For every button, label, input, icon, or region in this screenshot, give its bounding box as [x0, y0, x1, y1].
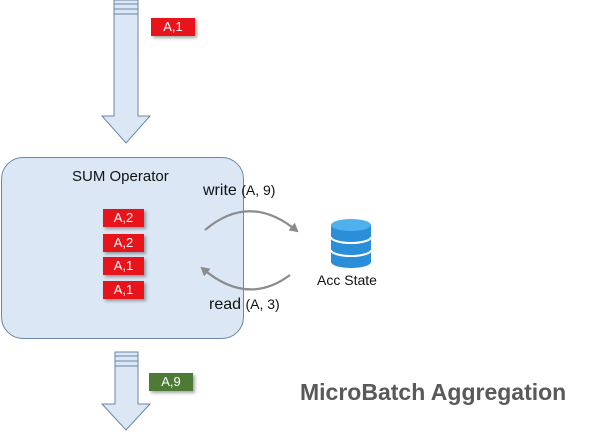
write-edge-word: write	[203, 182, 237, 199]
database-icon	[330, 219, 372, 268]
read-edge-label: read (A, 3)	[209, 296, 280, 314]
input-stream-arrow	[100, 0, 152, 144]
input-record-tag: A,1	[151, 18, 195, 36]
buffered-record-tag: A,2	[103, 234, 144, 252]
output-record-tag: A,9	[149, 373, 193, 391]
buffered-record-tag: A,1	[103, 257, 144, 275]
read-edge-arrow	[200, 266, 291, 291]
output-stream-arrow	[100, 351, 152, 431]
state-store-label: Acc State	[317, 272, 377, 288]
operator-title: SUM Operator	[72, 168, 169, 185]
write-edge-label: write (A, 9)	[203, 182, 275, 200]
diagram-caption: MicroBatch Aggregation	[300, 379, 567, 405]
buffered-record-tag: A,2	[103, 209, 144, 227]
write-edge-pair: (A, 9)	[241, 182, 276, 198]
buffered-record-tag: A,1	[103, 281, 144, 299]
write-edge-arrow	[204, 210, 299, 233]
read-edge-word: read	[209, 296, 242, 313]
read-edge-pair: (A, 3)	[245, 296, 280, 312]
